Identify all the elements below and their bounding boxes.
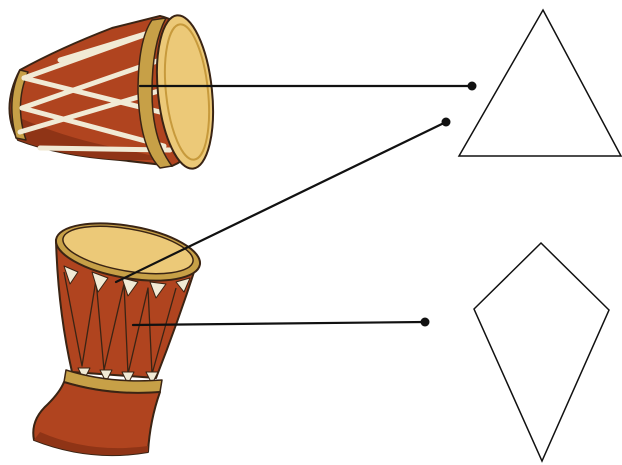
barrel-drum-rim: [137, 17, 173, 169]
djembe-head: [62, 225, 194, 275]
kite-shape-icon: [473, 241, 610, 463]
barrel-drum-head: [155, 14, 215, 170]
connector-dots: [420, 81, 477, 327]
djembe-base-shadow: [34, 432, 148, 456]
barrel-drum-icon: [8, 14, 215, 170]
dot-kite-left[interactable]: [420, 317, 430, 327]
triangle-shape-icon: [457, 8, 622, 157]
djembe-knots-top: [63, 265, 191, 299]
connector-djembe-to-kite: [131, 320, 427, 327]
barrel-drum-back-cap: [11, 69, 29, 141]
barrel-drum-head-inner: [163, 23, 211, 161]
dot-triangle-left[interactable]: [467, 81, 477, 91]
connector-djembe-to-triangle: [114, 120, 448, 284]
connector-lines: [114, 84, 474, 327]
djembe-drum-icon: [32, 222, 202, 457]
dot-triangle-top-left[interactable]: [441, 117, 451, 127]
